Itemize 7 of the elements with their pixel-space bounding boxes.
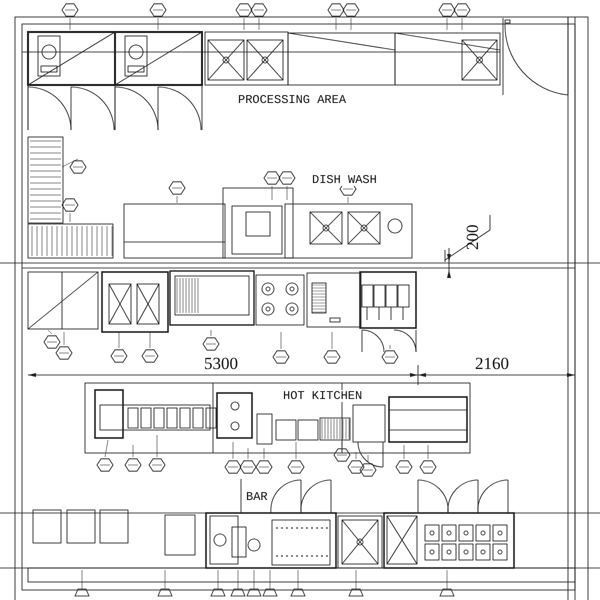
area-label: DISH WASH bbox=[312, 174, 377, 186]
dimension-label: 5300 bbox=[204, 355, 238, 372]
dimension-label: 2160 bbox=[475, 355, 509, 372]
area-label: HOT KITCHEN bbox=[283, 390, 362, 402]
area-label: BAR bbox=[246, 491, 268, 503]
area-label: PROCESSING AREA bbox=[238, 94, 346, 106]
dimension-label: 200 bbox=[464, 224, 481, 250]
